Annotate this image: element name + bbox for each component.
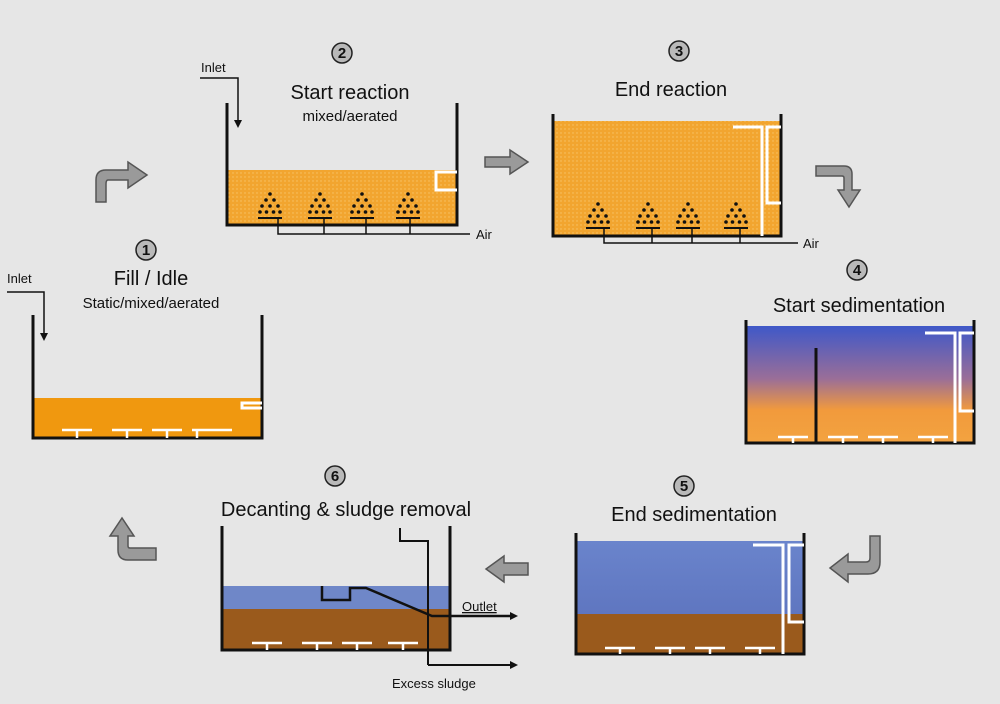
tank-2-inlet-pipe (200, 77, 239, 122)
tank-1-liquid (33, 398, 261, 438)
cycle-arrow-1-to-2 (95, 160, 149, 203)
stage-4: 4 Start sedimentation (744, 259, 976, 445)
cycle-arrow-6-to-1 (108, 516, 157, 561)
tank-1-walls (31, 315, 264, 440)
stage-2-subtitle: mixed/aerated (302, 108, 397, 125)
stage-2: Air Inlet 2 Start reaction mixed/aerated (200, 42, 493, 242)
stage-5-title: End sedimentation (611, 504, 777, 526)
stage-3-number-badge (668, 40, 690, 62)
excess-sludge-label: Excess sludge (392, 676, 476, 691)
excess-sludge-arrowhead (510, 661, 518, 669)
stage-5-number: 5 (680, 478, 688, 495)
stage-4-number-badge (846, 259, 868, 281)
tank-2-air-label: Air (476, 227, 493, 242)
tank-2-air-line (277, 218, 470, 235)
tank-6-walls (220, 526, 452, 652)
tank-3-air-line (603, 228, 798, 244)
cycle-arrow-5-to-6 (484, 554, 529, 584)
tank-6-decanter (320, 586, 512, 618)
tank-6-clear-water (222, 586, 450, 609)
cycle-arrow-3-to-4 (815, 165, 862, 209)
tank-4-walls (744, 320, 976, 445)
tank-1-diffusers (62, 428, 232, 438)
cycle-arrow-4-to-5 (828, 535, 881, 584)
tank-4-liquid (746, 326, 974, 443)
tank-3-liquid (553, 121, 781, 236)
stage-2-number-badge (331, 42, 353, 64)
tank-2-liquid (227, 170, 457, 225)
stage-5: 5 End sedimentation (574, 475, 806, 656)
stage-4-title: Start sedimentation (773, 295, 945, 317)
tank-3-outlet-pipe (733, 125, 781, 236)
stage-1-subtitle: Static/mixed/aerated (83, 295, 220, 312)
tank-2-inlet-arrowhead (234, 120, 242, 128)
stage-1-title: Fill / Idle (114, 268, 188, 290)
tank-1-inlet-pipe (7, 291, 45, 335)
stage-6-number-badge (324, 465, 346, 487)
stage-1: Inlet 1 Fill / Idle Static/mixed/aerated (7, 239, 264, 440)
tank-6-diffusers (252, 641, 418, 650)
tank-3-walls (551, 114, 783, 238)
stage-2-number: 2 (338, 45, 346, 62)
tank-4-diffusers (778, 435, 948, 443)
tank-1-inlet-arrowhead (40, 333, 48, 341)
stage-1-number-badge (135, 239, 157, 261)
tank-3-air-label: Air (803, 236, 820, 251)
tank-5-clear-water (576, 541, 804, 614)
stage-6-number: 6 (331, 468, 339, 485)
stage-1-number: 1 (142, 242, 150, 259)
tank-4-outlet-pipe (925, 331, 974, 443)
tank-2-outlet-pipe (434, 170, 457, 192)
stage-4-number: 4 (853, 262, 862, 279)
tank-6-decanter-riser (399, 528, 429, 665)
stage-3-title: End reaction (615, 79, 727, 101)
tank-1-inlet-label: Inlet (7, 271, 32, 286)
tank-2-inlet-label: Inlet (201, 60, 226, 75)
cycle-arrow-2-to-3 (484, 148, 530, 176)
stage-2-title: Start reaction (291, 82, 410, 104)
outlet-arrowhead (510, 612, 518, 620)
stage-5-number-badge (673, 475, 695, 497)
tank-5-outlet-pipe (753, 543, 804, 654)
tank-5-diffusers (605, 646, 775, 654)
outlet-label: Outlet (462, 599, 497, 614)
tank-2-walls (225, 103, 459, 227)
stage-6: Outlet Excess sludge 6 Decanting & sludg… (220, 465, 518, 691)
stage-6-title: Decanting & sludge removal (221, 499, 471, 521)
stage-3-number: 3 (675, 43, 683, 60)
stage-3: Air 3 End reaction (551, 40, 820, 251)
tank-5-walls (574, 533, 806, 656)
tank-1-outlet-pipe (240, 401, 262, 410)
